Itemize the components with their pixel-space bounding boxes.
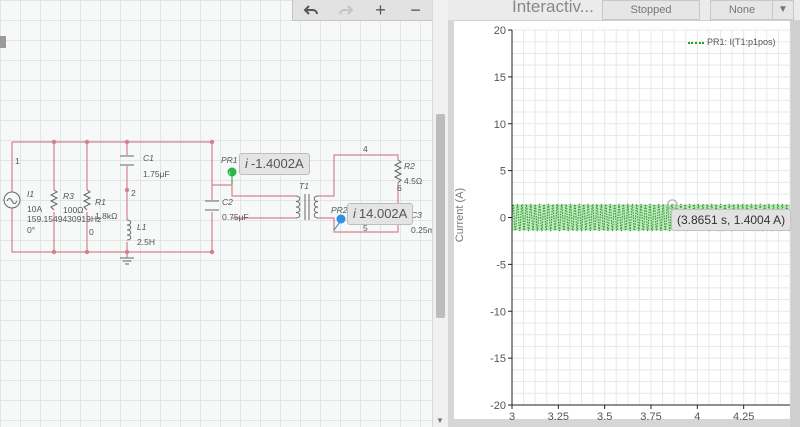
undo-button[interactable] <box>293 0 328 20</box>
probe-PR2-symbol: i <box>353 206 356 221</box>
resistor-R3[interactable] <box>49 189 59 211</box>
C2-value: 0.75μF <box>222 212 249 222</box>
circuit-diagram[interactable]: ı 1 2 0 4 5 6 I1 10A 159.1549430919Hz 0°… <box>0 0 432 427</box>
chart-legend[interactable]: PR1: I(T1:p1pos) <box>688 37 776 47</box>
simulation-status: Stopped <box>602 0 700 20</box>
R3-value: 100Ω <box>63 205 84 215</box>
ground-icon <box>120 257 134 265</box>
probe-PR1-symbol: i <box>245 156 248 171</box>
canvas-edge-handle <box>0 36 6 48</box>
redo-button[interactable] <box>328 0 363 20</box>
undo-icon <box>303 5 318 15</box>
junctions <box>51 139 215 255</box>
node-label-0: 0 <box>89 227 94 237</box>
zoom-out-button[interactable]: − <box>410 0 421 20</box>
current-source-I1[interactable] <box>3 191 21 209</box>
probe-PR1-marker[interactable]: ı <box>227 167 237 185</box>
PR2-name: PR2 <box>331 205 348 215</box>
canvas-scrollbar-thumb[interactable] <box>436 114 445 318</box>
zoom-in-button[interactable]: + <box>375 0 386 20</box>
canvas-scrollbar[interactable]: ▼ <box>432 0 448 427</box>
node-label-2: 2 <box>131 188 136 198</box>
I1-amplitude: 10A <box>27 204 42 214</box>
capacitor-C2[interactable] <box>205 200 219 211</box>
node-label-5: 5 <box>363 223 368 233</box>
inductor-L1[interactable] <box>126 219 132 241</box>
schematic-canvas[interactable]: ı 1 2 0 4 5 6 I1 10A 159.1549430919Hz 0°… <box>0 0 448 427</box>
L1-name: L1 <box>137 222 147 232</box>
C1-name: C1 <box>143 153 154 163</box>
probe-PR2-value: 14.002A <box>358 206 408 221</box>
panel-right-border <box>790 20 800 427</box>
probe-PR2-marker[interactable] <box>333 214 346 231</box>
scroll-down-icon[interactable]: ▼ <box>436 416 444 425</box>
node-label-1: 1 <box>15 156 20 166</box>
panel-bottom-border <box>454 419 790 427</box>
chevron-down-icon[interactable]: ▼ <box>772 0 794 20</box>
redo-icon <box>338 5 353 15</box>
T1-name: T1 <box>299 181 309 191</box>
probe-PR1-value: -1.4002A <box>250 156 304 171</box>
probe-PR1-reading[interactable]: i-1.4002A <box>239 153 310 175</box>
C1-value: 1.75μF <box>143 169 170 179</box>
I1-phase: 0° <box>27 225 35 235</box>
node-label-6: 6 <box>397 183 402 193</box>
R2-name: R2 <box>404 161 415 171</box>
panel-header: Interactiv... Stopped None ▼ <box>448 0 800 21</box>
probe-select[interactable]: None <box>710 0 774 20</box>
R2-value: 4.5Ω <box>404 176 422 186</box>
R1-name: R1 <box>95 197 106 207</box>
panel-title: Interactiv... <box>512 0 594 16</box>
capacitor-C1[interactable] <box>120 155 134 166</box>
C3-value: 0.25m <box>411 225 432 235</box>
node-label-4: 4 <box>363 144 368 154</box>
C3-name: C3 <box>411 210 422 220</box>
plot-tooltip: (3.8651 s, 1.4004 A) <box>671 209 792 231</box>
I1-name: I1 <box>27 189 34 199</box>
legend-series-name: PR1: I(T1:p1pos) <box>707 37 776 47</box>
PR1-name: PR1 <box>221 155 238 165</box>
L1-value: 2.5H <box>137 237 155 247</box>
canvas-toolbar: + − <box>292 0 434 21</box>
legend-swatch <box>688 41 704 44</box>
panel-left-border <box>448 20 454 427</box>
C2-name: C2 <box>222 197 233 207</box>
resistor-R2[interactable] <box>393 159 403 184</box>
resistor-R1[interactable] <box>82 189 92 211</box>
R3-name: R3 <box>63 191 74 201</box>
svg-text:ı: ı <box>229 170 231 177</box>
I1-frequency: 159.1549430919Hz <box>27 214 101 224</box>
R1-value: 1.8kΩ <box>95 211 117 221</box>
transformer-T1[interactable] <box>295 194 319 220</box>
